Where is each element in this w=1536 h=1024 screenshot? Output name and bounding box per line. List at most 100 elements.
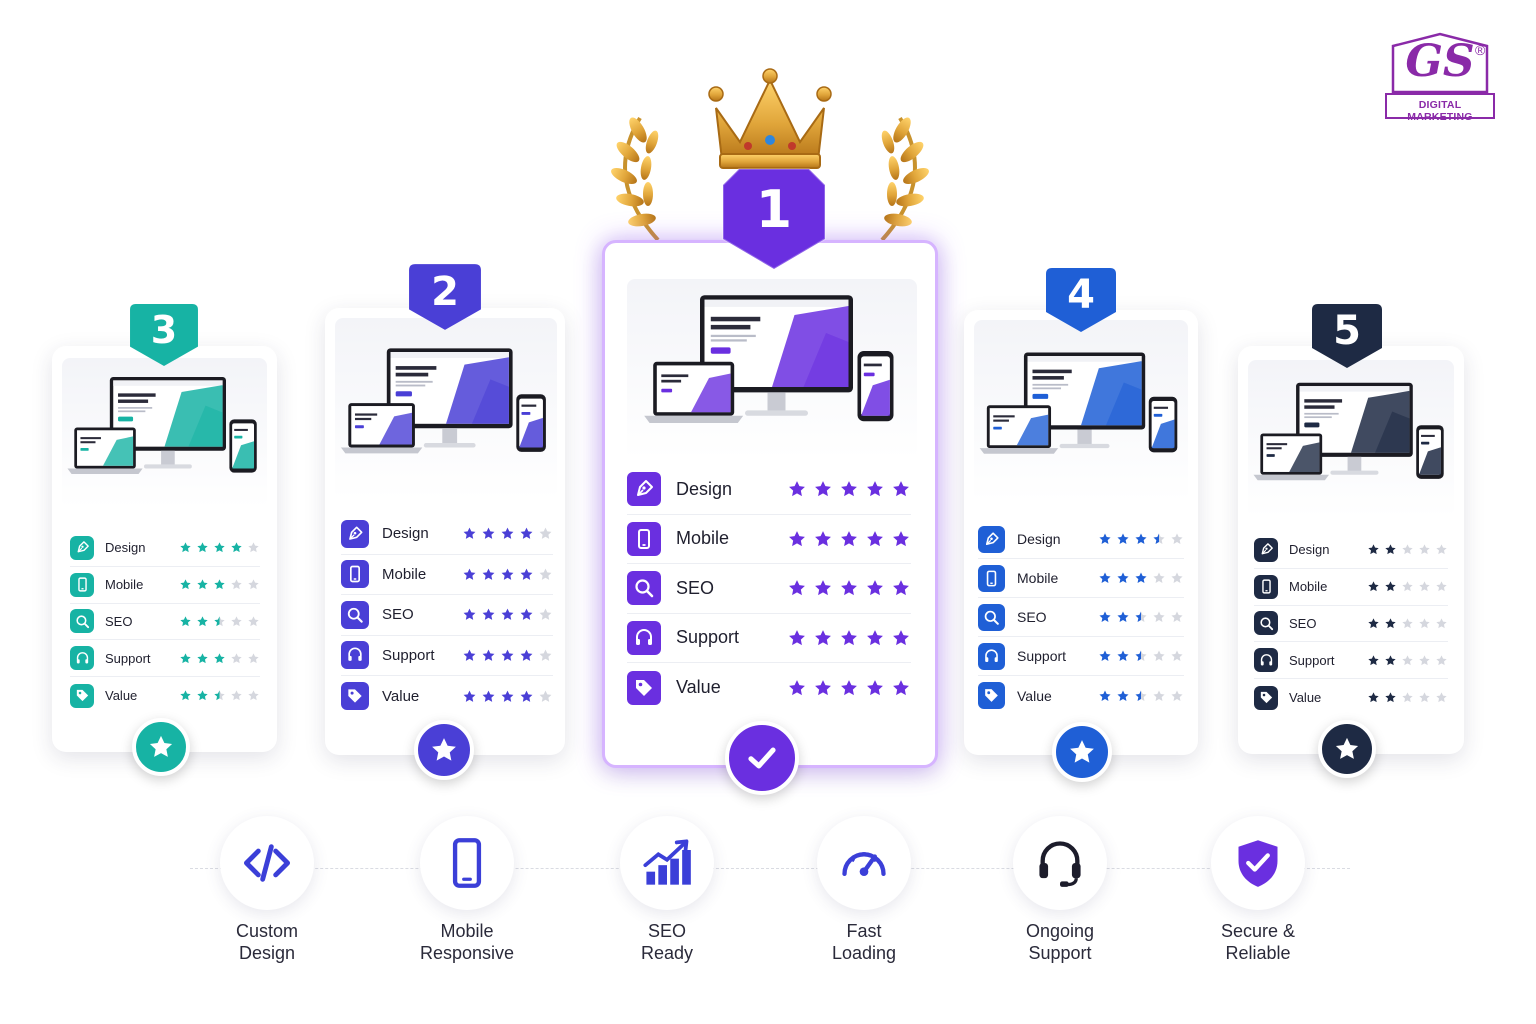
star-icon (839, 578, 859, 598)
rank-number: 1 (755, 180, 793, 240)
laurel-left-icon (611, 116, 660, 242)
star-icon (500, 526, 515, 541)
star-icon (1401, 580, 1414, 593)
star-icon (1134, 689, 1148, 703)
feature-label-line2: Ready (640, 943, 694, 963)
website-mockup-image (627, 279, 917, 459)
pen-icon (978, 525, 1005, 553)
star-rating (1363, 543, 1448, 556)
winner-check-badge (725, 721, 799, 795)
rating-row-seo: SEO (627, 564, 911, 614)
star-rating (458, 567, 553, 582)
rating-row-support: Support (341, 636, 553, 676)
star-icon (179, 615, 192, 628)
rank-badge-5: 5 (1310, 302, 1384, 370)
star-icon (1152, 649, 1166, 663)
star-icon (538, 567, 553, 582)
phone-icon (341, 560, 369, 589)
star-icon (1418, 654, 1431, 667)
star-icon (481, 648, 496, 663)
star-icon (1367, 543, 1380, 556)
star-icon (481, 607, 496, 622)
star-icon (1134, 571, 1148, 585)
feature-label-line1: Fast (846, 921, 882, 941)
star-icon (891, 578, 911, 598)
rank-number: 4 (1067, 272, 1095, 318)
rating-row-seo: SEO (978, 598, 1184, 637)
features-divider (190, 868, 1350, 869)
headset-icon (341, 641, 369, 670)
rating-row-value: Value (70, 677, 260, 714)
star-icon (1116, 571, 1130, 585)
star-icon (865, 529, 885, 549)
star-rating (781, 628, 911, 648)
speedometer-icon (838, 837, 890, 889)
star-badge (1318, 720, 1376, 778)
star-icon (813, 628, 833, 648)
rank-badge-1: 1 (719, 165, 829, 271)
star-icon (500, 648, 515, 663)
logo-tagline: DIGITAL MARKETING (1407, 99, 1473, 123)
star-icon (230, 615, 243, 628)
star-icon (839, 628, 859, 648)
star-icon (1435, 617, 1448, 630)
phone-icon (1254, 574, 1278, 599)
website-mockup-image (62, 358, 267, 508)
feature-icon-circle (1013, 816, 1107, 910)
star-icon (462, 648, 477, 663)
rating-row-value: Value (341, 676, 553, 717)
star-icon (865, 578, 885, 598)
rating-row-design: Design (1254, 532, 1448, 569)
headset-icon (978, 642, 1005, 670)
star-icon (1170, 689, 1184, 703)
star-icon (1367, 654, 1380, 667)
star-icon (230, 689, 243, 702)
rating-row-design: Design (627, 465, 911, 515)
star-icon (1067, 737, 1097, 767)
feature-label-line2: Loading (831, 943, 897, 963)
star-icon (519, 648, 534, 663)
star-icon (247, 652, 260, 665)
star-icon (1384, 617, 1397, 630)
feature-label-line1: SEO (647, 921, 686, 941)
star-icon (1384, 691, 1397, 704)
rating-row-design: Design (978, 520, 1184, 559)
star-icon (538, 607, 553, 622)
star-icon (230, 541, 243, 554)
star-rating (1363, 654, 1448, 667)
star-icon (500, 567, 515, 582)
star-icon (1170, 610, 1184, 624)
star-icon (839, 529, 859, 549)
star-icon (538, 526, 553, 541)
rating-label: Value (105, 688, 138, 704)
star-icon (813, 578, 833, 598)
star-icon (787, 678, 807, 698)
rating-label: Design (1289, 542, 1330, 558)
rating-label: Support (676, 627, 740, 648)
phone-icon (978, 564, 1005, 592)
star-icon (1418, 691, 1431, 704)
feature-label-line2: Support (1028, 943, 1092, 963)
star-icon (1098, 532, 1112, 546)
tag-icon (70, 683, 94, 708)
star-icon (1367, 691, 1380, 704)
feature-label-line1: Custom (235, 921, 298, 941)
star-rating (175, 689, 260, 702)
star-icon (462, 567, 477, 582)
star-icon (1384, 543, 1397, 556)
rating-label: Mobile (1289, 579, 1328, 595)
rating-row-support: Support (70, 640, 260, 678)
rating-label: SEO (382, 606, 414, 624)
star-icon (1116, 689, 1130, 703)
star-icon (1435, 580, 1448, 593)
rating-label: Design (382, 525, 429, 543)
